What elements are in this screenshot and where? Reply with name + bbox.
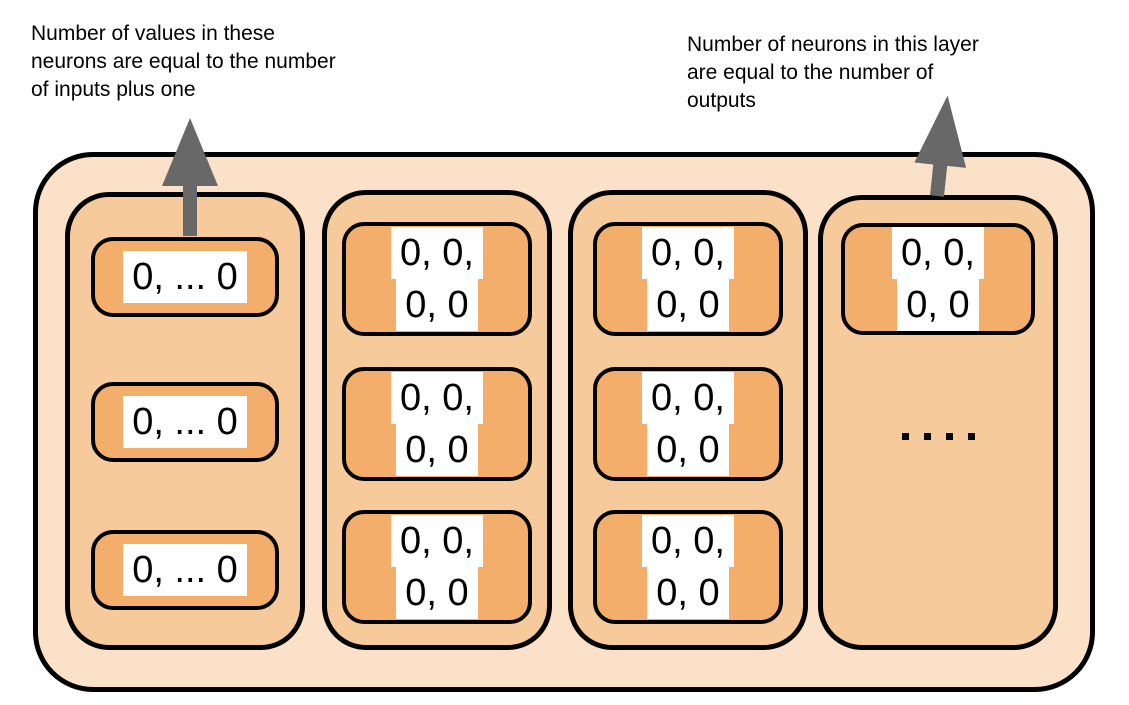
neuron: 0, ... 0 [91, 530, 279, 610]
layer-output: 0, 0, 0, 0 [818, 195, 1058, 650]
neuron-values: 0, ... 0 [123, 396, 247, 448]
neuron-values: 0, 0, [391, 372, 483, 424]
layer-hidden-2: 0, 0, 0, 0 0, 0, 0, 0 0, 0, 0, 0 [568, 190, 808, 650]
ellipsis-dot [945, 433, 953, 440]
neuron: 0, 0, 0, 0 [342, 510, 532, 624]
layer-first: 0, ... 0 0, ... 0 0, ... 0 [65, 192, 305, 650]
ellipsis-dot [967, 433, 975, 440]
neuron-values: 0, 0 [647, 424, 729, 476]
neuron: 0, 0, 0, 0 [841, 223, 1035, 335]
neuron-values: 0, ... 0 [123, 251, 247, 303]
neuron-values: 0, ... 0 [123, 544, 247, 596]
neuron-values: 0, 0, [892, 227, 984, 279]
neuron-values: 0, 0 [396, 424, 478, 476]
neuron: 0, ... 0 [91, 237, 279, 317]
annotation-inputs-note: Number of values in these neurons are eq… [31, 22, 336, 101]
neuron-values: 0, 0 [647, 567, 729, 619]
ellipsis-dot [901, 433, 909, 440]
neuron: 0, 0, 0, 0 [593, 222, 783, 336]
neuron-values: 0, 0 [396, 279, 478, 331]
neuron-values: 0, 0 [396, 567, 478, 619]
neuron-values: 0, 0, [642, 227, 734, 279]
neuron-values: 0, 0, [642, 515, 734, 567]
ellipsis-dot [923, 433, 931, 440]
neuron-values: 0, 0 [647, 279, 729, 331]
neuron: 0, 0, 0, 0 [342, 222, 532, 336]
neuron: 0, 0, 0, 0 [593, 510, 783, 624]
neuron: 0, 0, 0, 0 [342, 367, 532, 481]
neuron: 0, 0, 0, 0 [593, 367, 783, 481]
ellipsis-dots [823, 433, 1053, 440]
neuron-values: 0, 0, [391, 515, 483, 567]
neuron-values: 0, 0, [642, 372, 734, 424]
neuron-values: 0, 0 [897, 279, 979, 331]
neuron-values: 0, 0, [391, 227, 483, 279]
layer-hidden-1: 0, 0, 0, 0 0, 0, 0, 0 0, 0, 0, 0 [322, 190, 552, 650]
network-container: 0, ... 0 0, ... 0 0, ... 0 0, 0, 0, 0 0,… [33, 152, 1095, 692]
annotation-outputs-note: Number of neurons in this layer are equa… [687, 33, 979, 112]
neuron: 0, ... 0 [91, 382, 279, 462]
